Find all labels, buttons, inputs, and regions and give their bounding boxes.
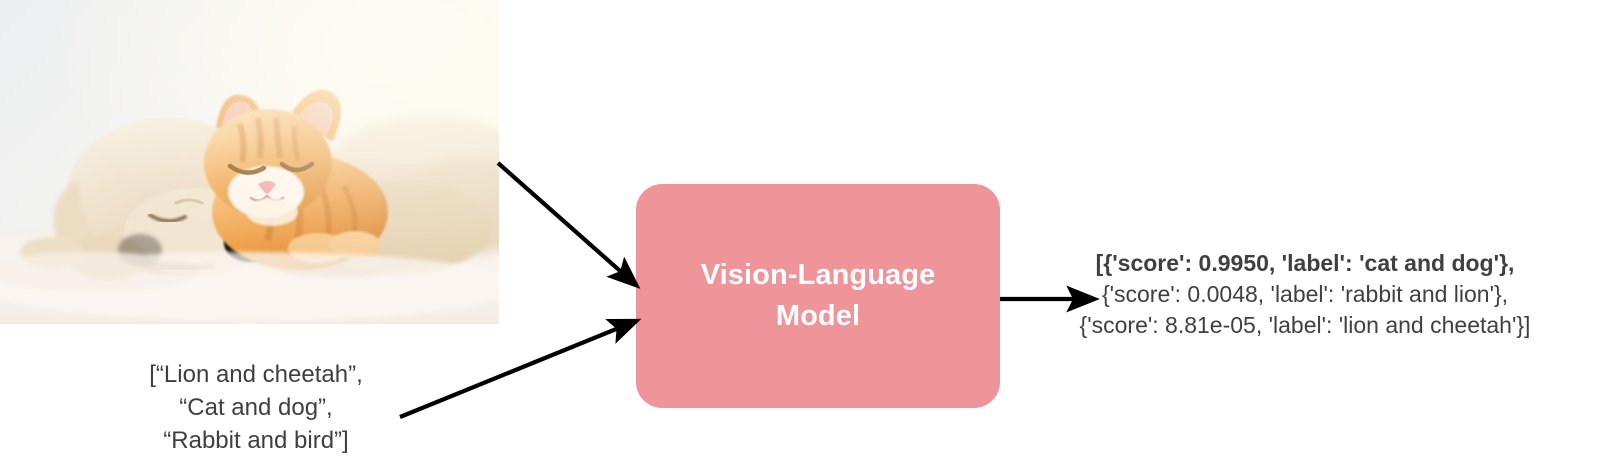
- arrow-image-to-model: [496, 161, 641, 289]
- output-line-2: {'score': 0.0048, 'label': 'rabbit and l…: [1101, 280, 1509, 307]
- puppy-and-kitten-photo: [0, 0, 499, 324]
- output-line-1: [{'score': 0.9950, 'label': 'cat and dog…: [1095, 250, 1515, 276]
- model-output-predictions: [{'score': 0.9950, 'label': 'cat and dog…: [1040, 248, 1570, 340]
- prompt-line-3: “Rabbit and bird”]: [163, 427, 349, 455]
- arrow-prompt-to-model: [399, 318, 642, 419]
- output-line-3: {'score': 8.81e-05, 'label': 'lion and c…: [1079, 311, 1531, 338]
- vision-language-model-box[interactable]: Vision-Language Model: [636, 184, 1000, 408]
- prompt-line-2: “Cat and dog”,: [179, 394, 333, 422]
- model-box-label: Vision-Language Model: [700, 258, 936, 332]
- input-image[interactable]: [0, 0, 499, 324]
- prompt-label-list: [“Lion and cheetah”, “Cat and dog”, “Rab…: [96, 358, 416, 457]
- prompt-line-1: [“Lion and cheetah”,: [149, 361, 363, 388]
